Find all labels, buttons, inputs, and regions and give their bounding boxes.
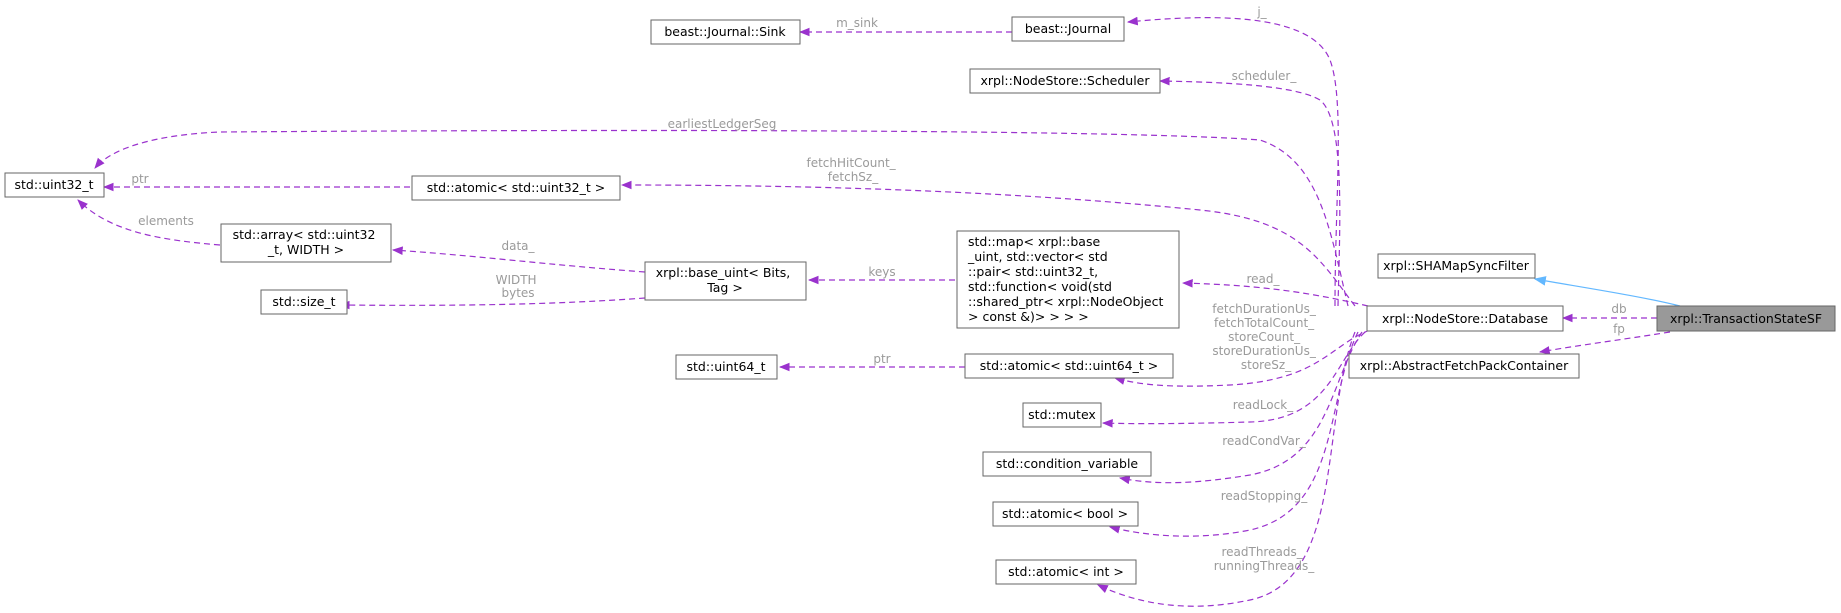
node-label-line: ::pair< std::uint32_t, [968,264,1098,279]
edge-label-j: j_ [1256,5,1267,19]
node-atomic-uint64[interactable]: std::atomic< std::uint64_t > [964,353,1174,379]
node-uint32[interactable]: std::uint32_t [4,172,105,198]
edge-label-threads-line: runningThreads_ [1214,559,1316,573]
edge-database-map [1181,278,1369,307]
node-label: xrpl::NodeStore::Scheduler [980,73,1150,88]
edge-label-durations-line: storeDurationUs_ [1212,344,1317,358]
edge-label-durations-line: storeCount_ [1228,330,1301,344]
node-journal[interactable]: beast::Journal [1011,16,1125,42]
node-scheduler[interactable]: xrpl::NodeStore::Scheduler [969,68,1161,94]
node-condition-variable[interactable]: std::condition_variable [982,451,1152,477]
edge-database-condvar [1118,331,1363,485]
node-label: xrpl::AbstractFetchPackContainer [1360,358,1569,373]
edge-transaction-shamap [1533,276,1681,307]
node-label: std::map< xrpl::base _uint, std::vector<… [967,234,1167,324]
node-label: std::condition_variable [996,456,1139,471]
edge-database-atomic-uint32 [620,180,1356,307]
edge-label-widthbytes-line: bytes [501,286,534,300]
node-label: std::atomic< int > [1008,564,1124,579]
node-label: std::atomic< std::uint64_t > [980,358,1158,373]
edge-label-condvar: readCondVar_ [1222,434,1307,448]
node-shamap-sync-filter[interactable]: xrpl::SHAMapSyncFilter [1377,253,1536,279]
edge-database-journal [1126,16,1339,307]
node-label-line: std::map< xrpl::base [968,234,1100,249]
nodes: beast::Journal::Sink beast::Journal xrpl… [4,16,1836,585]
node-label-line: _t, WIDTH > [267,242,344,257]
edge-label-fetchhit-line: fetchSz_ [828,170,879,184]
edge-label-durations: fetchDurationUs_ fetchTotalCount_ storeC… [1212,302,1320,372]
node-mutex[interactable]: std::mutex [1022,402,1102,428]
edge-label-fetchhit: fetchHitCount_ fetchSz_ [806,156,899,184]
node-label-line: std::array< std::uint32 [233,227,376,242]
node-label: xrpl::TransactionStateSF [1670,311,1822,326]
edge-label-stopping: readStopping_ [1221,489,1308,503]
node-array[interactable]: std::array< std::uint32 _t, WIDTH > [220,223,392,263]
node-label: std::uint32_t [14,177,93,192]
edge-labels: m_sink j_ scheduler_ earliestLedgerSeg p… [131,5,1626,573]
node-atomic-uint32[interactable]: std::atomic< std::uint32_t > [411,175,621,201]
node-database[interactable]: xrpl::NodeStore::Database [1366,305,1564,332]
node-label-line: ::shared_ptr< xrpl::NodeObject [968,294,1163,309]
edge-database-mutex [1101,331,1366,428]
edge-label-threads-line: readThreads_ [1221,545,1303,559]
node-label: std::atomic< std::uint32_t > [427,180,605,195]
edge-database-atomic-int [1097,331,1356,607]
edge-label-data: data_ [501,239,535,253]
edge-label-widthbytes-line: WIDTH [496,273,537,287]
node-abstract-fetch-pack-container[interactable]: xrpl::AbstractFetchPackContainer [1348,353,1580,379]
node-label: std::size_t [272,294,335,309]
node-label: std::array< std::uint32 _t, WIDTH > [233,227,380,257]
edge-label-keys: keys [868,265,895,279]
node-label: xrpl::SHAMapSyncFilter [1383,258,1530,273]
edge-array-uint32 [77,199,221,246]
edge-label-fp: fp [1613,322,1625,336]
edge-label-elements: elements [138,214,194,228]
node-label-line: _uint, std::vector< std [967,249,1108,264]
edge-label-threads: readThreads_ runningThreads_ [1214,545,1316,573]
edge-label-durations-line: fetchDurationUs_ [1212,302,1317,316]
edge-baseuint-array [391,246,646,273]
node-transaction-state-sf[interactable]: xrpl::TransactionStateSF [1656,305,1836,332]
node-atomic-int[interactable]: std::atomic< int > [995,559,1137,585]
edge-label-read: read_ [1246,272,1280,286]
edge-label-durations-line: fetchTotalCount_ [1214,316,1315,330]
node-label: xrpl::base_uint< Bits, Tag > [656,265,795,295]
node-label-line: Tag > [706,280,743,295]
node-label: xrpl::NodeStore::Database [1382,311,1548,326]
node-label: beast::Journal::Sink [664,24,786,39]
node-size-t[interactable]: std::size_t [260,289,348,315]
edge-label-m-sink: m_sink [836,16,878,30]
edge-database-scheduler [1158,76,1341,307]
edge-label-db: db [1611,302,1626,316]
node-uint64[interactable]: std::uint64_t [675,354,778,380]
node-label: std::mutex [1028,407,1096,422]
node-label-line: std::function< void(std [968,279,1112,294]
node-base-uint[interactable]: xrpl::base_uint< Bits, Tag > [644,261,807,301]
edge-database-atomic-uint64 [1113,329,1371,387]
node-label: beast::Journal [1025,21,1111,36]
edge-label-readlock: readLock_ [1233,398,1294,412]
edge-label-durations-line: storeSz_ [1241,358,1292,372]
node-label: std::atomic< bool > [1002,506,1128,521]
edge-label-fetchhit-line: fetchHitCount_ [806,156,896,170]
edges [77,16,1681,607]
edge-label-scheduler: scheduler_ [1232,69,1298,83]
edge-label-ptr32: ptr [131,172,148,186]
edge-label-earliest: earliestLedgerSeg [668,117,777,131]
edge-transaction-fetchpack [1538,331,1671,355]
node-map[interactable]: std::map< xrpl::base _uint, std::vector<… [956,230,1180,329]
edge-label-widthbytes: WIDTH bytes [496,273,541,300]
node-journal-sink[interactable]: beast::Journal::Sink [650,19,801,45]
node-label-line: > const &)> > > > [968,309,1089,324]
node-atomic-bool[interactable]: std::atomic< bool > [992,501,1139,527]
edge-label-ptr64: ptr [873,352,890,366]
edge-baseuint-sizet [338,297,646,310]
node-label: std::uint64_t [686,359,765,374]
node-label-line: xrpl::base_uint< Bits, [656,265,791,280]
